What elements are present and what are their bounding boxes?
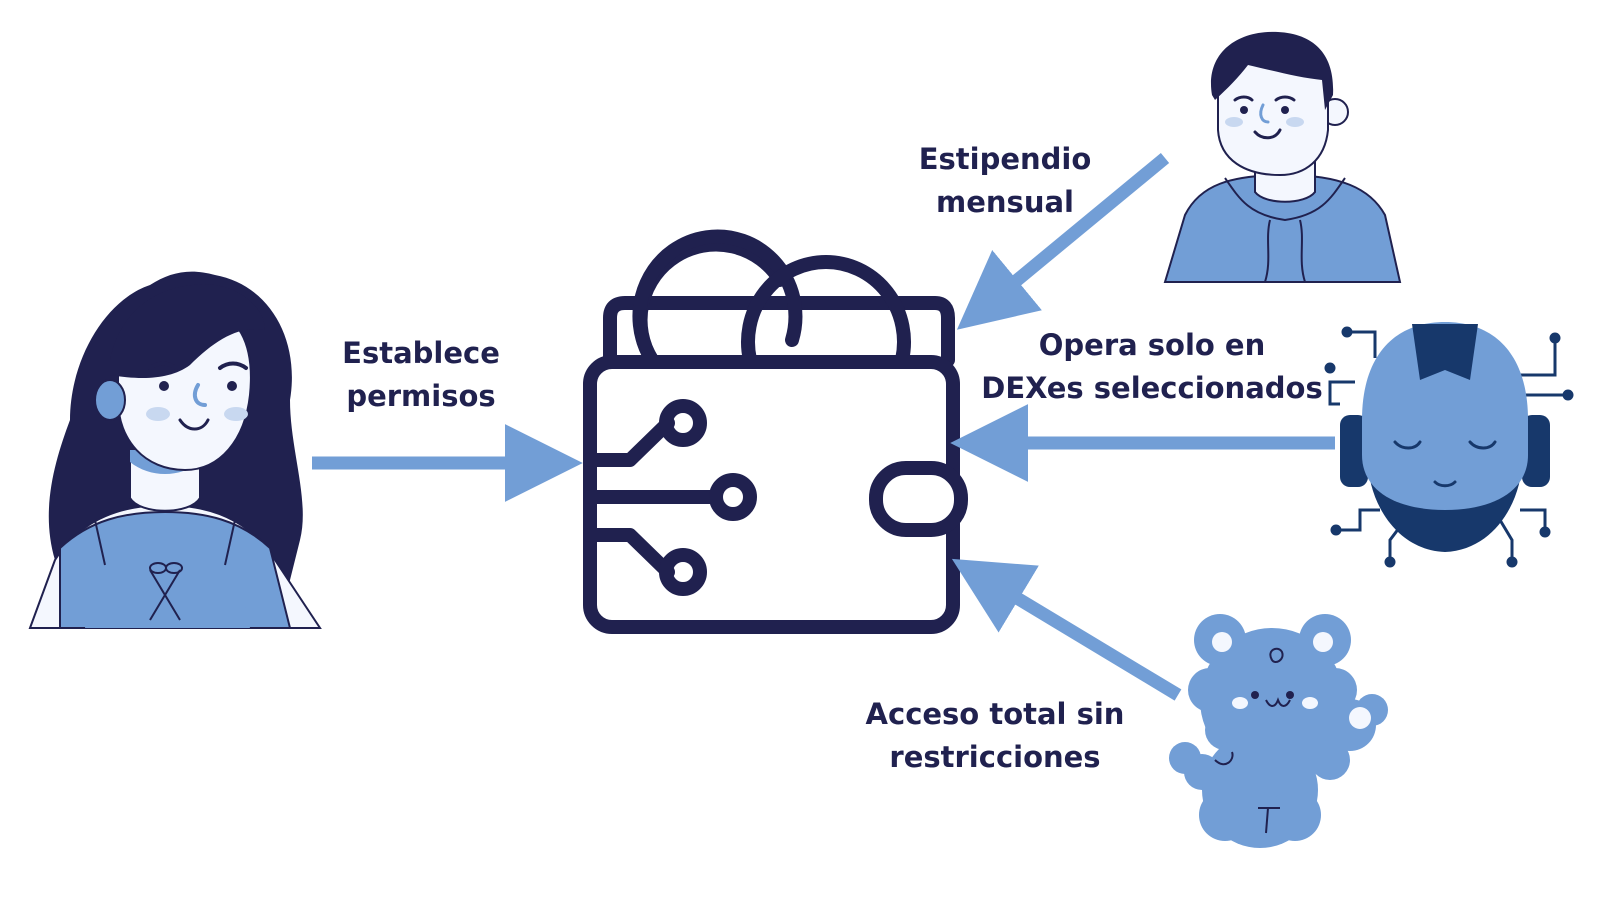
label-selected-dexes-line2: DEXes seleccionados <box>981 371 1323 405</box>
label-monthly-stipend-line1: Estipendio <box>918 142 1092 176</box>
smart-wallet-icon <box>583 229 968 634</box>
label-monthly-stipend-line2: mensual <box>936 185 1074 219</box>
woman-avatar-icon <box>28 271 322 629</box>
arrow-child-to-wallet <box>956 152 1170 330</box>
label-set-permissions-line2: permisos <box>346 379 496 413</box>
robot-avatar-icon <box>1324 322 1574 568</box>
label-monthly-stipend: Estipendio mensual <box>919 138 1092 224</box>
teddy-bear-icon <box>1169 614 1388 848</box>
label-full-access-line2: restricciones <box>889 740 1101 774</box>
label-selected-dexes: Opera solo en DEXes seleccionados <box>981 324 1322 410</box>
label-full-access-line1: Acceso total sin <box>865 697 1125 731</box>
label-set-permissions: Establece permisos <box>342 332 500 418</box>
label-selected-dexes-line1: Opera solo en <box>1038 328 1266 362</box>
label-full-access: Acceso total sin restricciones <box>866 693 1125 779</box>
label-set-permissions-line1: Establece <box>342 336 500 370</box>
arrow-bear-to-wallet <box>951 558 1182 701</box>
boy-avatar-icon <box>1163 31 1402 283</box>
